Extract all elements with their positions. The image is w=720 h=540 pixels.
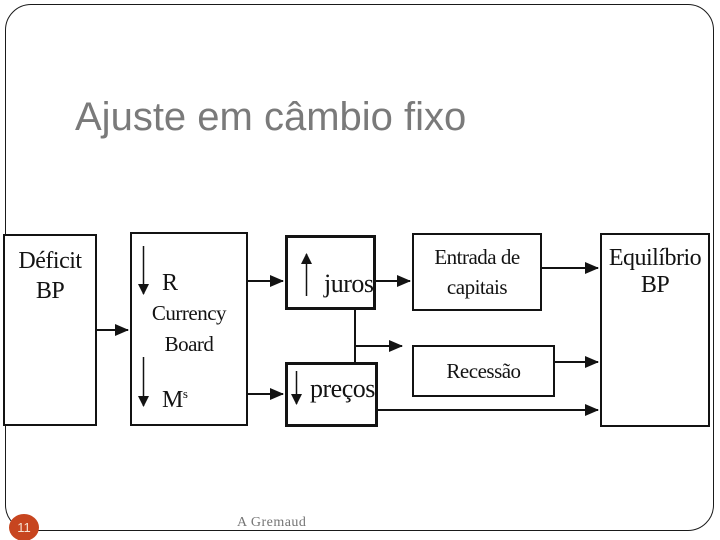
- box-label-line2: BP: [640, 272, 670, 298]
- box-label-line1: Entrada de: [434, 245, 520, 269]
- box-precos: preços: [285, 362, 378, 427]
- box-entrada-de-capitais: Entrada de capitais: [412, 233, 542, 311]
- footer-author: A Gremaud: [237, 515, 307, 530]
- r-label: R: [162, 270, 178, 296]
- box-label: preços: [310, 374, 375, 403]
- box-label-line1: Déficit: [18, 248, 82, 274]
- box-juros: juros: [285, 235, 376, 310]
- page-number-badge: 11: [9, 514, 39, 540]
- money-supply-label: Ms: [162, 386, 188, 413]
- box-label: Recessão: [446, 359, 521, 383]
- box-label-line2: BP: [35, 278, 65, 304]
- page-number: 11: [17, 520, 31, 535]
- page-title: Ajuste em câmbio fixo: [75, 95, 467, 139]
- box-label-line2: capitais: [446, 275, 508, 299]
- box-equilibrio-bp: Equilíbrio BP: [600, 233, 710, 427]
- box-recessao: Recessão: [412, 345, 555, 397]
- box-label-line1: Equilíbrio: [608, 245, 702, 271]
- box-label: juros: [324, 269, 374, 298]
- box-currency-board: R Currency Board Ms: [130, 232, 248, 426]
- box-deficit-bp: Déficit BP: [3, 234, 97, 426]
- currency-board-label: Currency Board: [151, 301, 227, 356]
